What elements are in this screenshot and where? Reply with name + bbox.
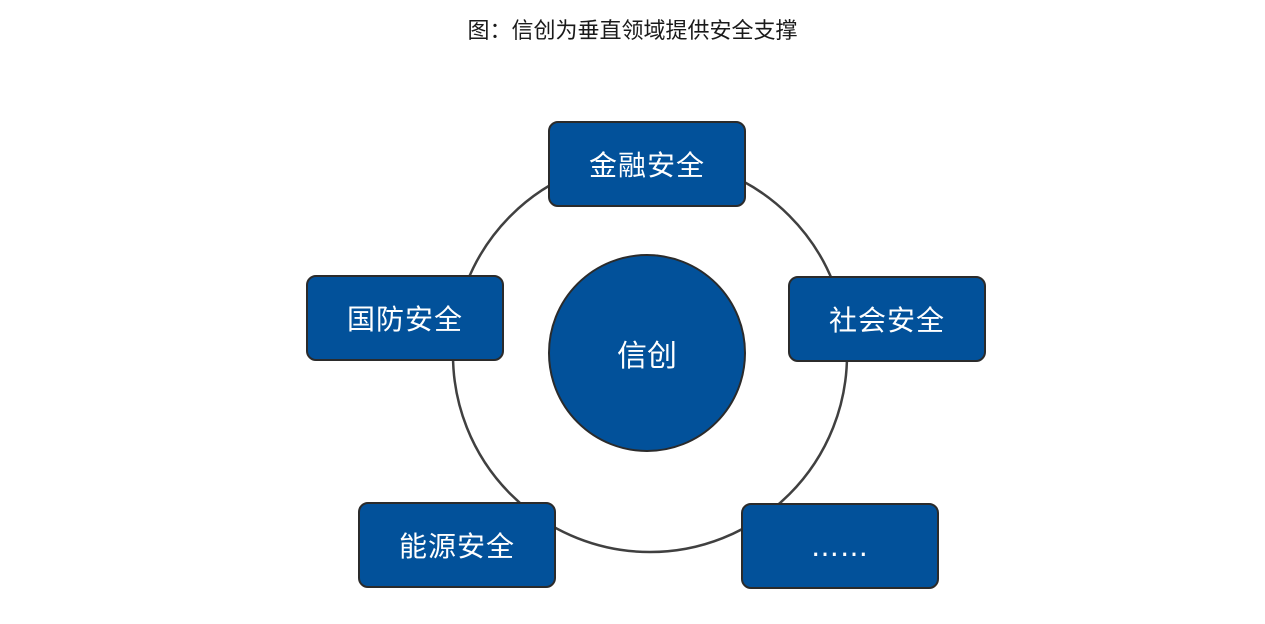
node-label: 金融安全: [588, 149, 705, 182]
node-label: 社会安全: [828, 304, 945, 337]
node-ellipsis-more: ……: [741, 503, 939, 589]
node-finance-security: 金融安全: [548, 121, 746, 207]
node-energy-security: 能源安全: [358, 502, 556, 588]
center-node-label: 信创: [617, 339, 677, 374]
node-social-security: 社会安全: [788, 276, 986, 362]
node-label: 国防安全: [346, 303, 463, 336]
center-node-xinchuang: 信创: [548, 254, 746, 452]
diagram-title: 图：信创为垂直领域提供安全支撑: [467, 19, 798, 44]
node-label: ……: [811, 529, 869, 563]
node-label: 能源安全: [398, 530, 515, 563]
node-defense-security: 国防安全: [306, 275, 504, 361]
